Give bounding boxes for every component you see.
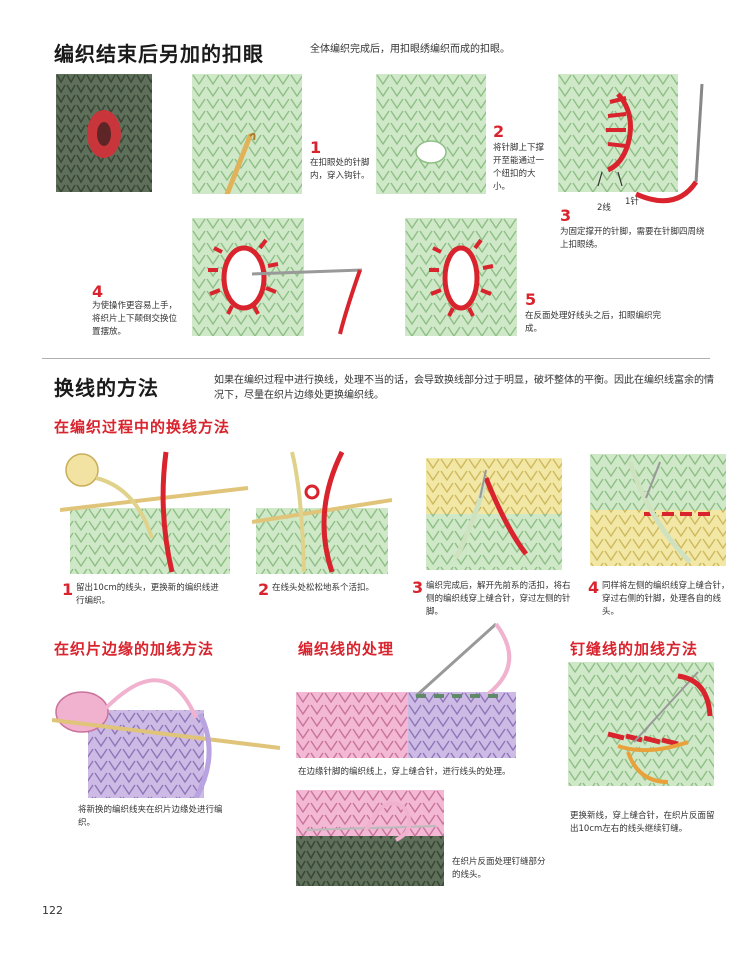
- step2-illustration: [376, 74, 486, 194]
- step4-caption: 为使操作更容易上手，将织片上下颠倒交换位置摆放。: [92, 301, 178, 337]
- section1-intro: 全体编织完成后，用扣眼绣编织而成的扣眼。: [310, 44, 510, 55]
- change4-caption: 同样将左侧的编织线穿上缝合针，穿过右侧的针脚，处理各自的线头。: [602, 581, 730, 617]
- label-1-needle: 1针: [625, 197, 639, 207]
- sub1-title: 在编织过程中的换线方法: [54, 418, 231, 436]
- page-number: 122: [42, 904, 63, 917]
- yarn-end-caption-2: 在织片反面处理钉缝部分的线头。: [452, 857, 546, 880]
- change4-number: 4: [588, 578, 600, 597]
- step5-illustration: [405, 218, 517, 336]
- sub3-title: 编织线的处理: [298, 640, 395, 658]
- buttonhole-photo: [56, 74, 152, 192]
- change3-number: 3: [412, 578, 424, 597]
- step1-illustration: [192, 74, 302, 194]
- yarn-end-illustration-2: [296, 790, 444, 886]
- change1-illustration: [60, 451, 249, 574]
- step3-illustration: [558, 74, 704, 204]
- change3-caption: 编织完成后，解开先前系的活扣，将右侧的编织线穿上缝合针，穿过左侧的针脚。: [426, 581, 571, 617]
- change2-caption: 在线头处松松地系个活扣。: [272, 583, 375, 593]
- change3-illustration: [426, 458, 562, 570]
- step4-illustration: [192, 218, 363, 336]
- change1-caption: 留出10cm的线头，更换新的编织线进行编织。: [76, 583, 219, 606]
- sub4-title: 钉缝线的加线方法: [570, 640, 699, 658]
- yarn-end-caption-1: 在边缘针脚的编织线上，穿上缝合针，进行线头的处理。: [298, 767, 511, 777]
- step2-caption: 将针脚上下撑开至能通过一个纽扣的大小。: [493, 143, 545, 192]
- label-2-line: 2线: [597, 203, 611, 213]
- seam-change-illustration: [568, 662, 714, 786]
- edge-change-caption: 将新换的编织线夹在织片边缘处进行编织。: [78, 805, 223, 828]
- section1-title: 编织结束后另加的扣眼: [54, 42, 264, 66]
- change4-illustration: [590, 454, 726, 566]
- step5-number: 5: [525, 290, 537, 309]
- change2-number: 2: [258, 580, 270, 599]
- step5-caption: 在反面处理好线头之后，扣眼编织完成。: [525, 311, 662, 334]
- yarn-end-illustration-1: [296, 622, 516, 758]
- change2-illustration: [252, 450, 392, 574]
- seam-change-caption: 更换新线，穿上缝合针，在织片反面留出10cm左右的线头继续钉缝。: [570, 811, 715, 834]
- step2-number: 2: [493, 122, 505, 141]
- section2-intro: 如果在编织过程中进行换线，处理不当的话，会导致换线部分过于明显，破坏整体的平衡。…: [214, 375, 714, 401]
- edge-change-illustration: [52, 678, 281, 798]
- section2-title: 换线的方法: [54, 376, 159, 400]
- step1-number: 1: [310, 138, 322, 157]
- step3-number: 3: [560, 206, 572, 225]
- step4-number: 4: [92, 282, 104, 301]
- change1-number: 1: [62, 580, 74, 599]
- section-divider: [42, 358, 710, 359]
- step3-caption: 为固定撑开的针脚，需要在针脚四周绕上扣眼绣。: [560, 227, 705, 250]
- sub2-title: 在织片边缘的加线方法: [54, 640, 215, 658]
- step1-caption: 在扣眼处的针脚内，穿入钩针。: [310, 158, 370, 181]
